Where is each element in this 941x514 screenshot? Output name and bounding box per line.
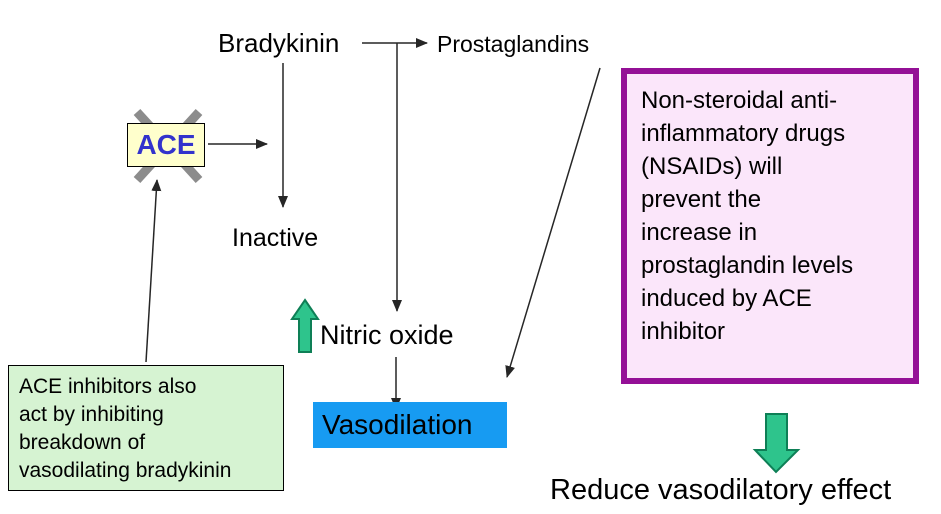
arrow-note-to-ace-icon xyxy=(145,179,162,363)
note-text-line: increase in xyxy=(641,219,758,246)
increase-arrow-icon xyxy=(290,298,320,353)
ace-node: ACE xyxy=(127,123,205,167)
note-text-line: act by inhibiting xyxy=(19,403,164,426)
bradykinin-label: Bradykinin xyxy=(218,28,340,58)
nsaid-note: Non-steroidal anti- inflammatory drugs (… xyxy=(621,68,919,384)
note-text-line: inflammatory drugs xyxy=(641,120,846,147)
note-text-line: breakdown of xyxy=(19,431,146,454)
ace-label: ACE xyxy=(136,129,196,160)
inactive-label: Inactive xyxy=(232,224,319,252)
vasodilation-node: Vasodilation xyxy=(313,402,507,448)
prostaglandins-label: Prostaglandins xyxy=(437,31,590,57)
note-text-line: prostaglandin levels xyxy=(641,252,854,279)
decrease-arrow-icon xyxy=(752,413,801,474)
note-text-line: (NSAIDs) will xyxy=(641,153,783,180)
ace-inhibitor-note: ACE inhibitors also act by inhibiting br… xyxy=(8,365,284,491)
nitric-oxide-label: Nitric oxide xyxy=(320,320,454,350)
note-text-line: Non-steroidal anti- xyxy=(641,87,838,114)
note-text-line: ACE inhibitors also xyxy=(19,375,197,398)
arrow-prostaglandins-to-vasodilation-icon xyxy=(505,67,601,378)
reduce-vasodilatory-effect-label: Reduce vasodilatory effect xyxy=(550,474,892,506)
note-text-line: induced by ACE xyxy=(641,285,812,312)
note-text-line: prevent the xyxy=(641,186,762,213)
note-text-line: vasodilating bradykinin xyxy=(19,459,232,482)
vasodilation-label: Vasodilation xyxy=(322,409,473,440)
note-text-line: inhibitor xyxy=(641,318,726,345)
